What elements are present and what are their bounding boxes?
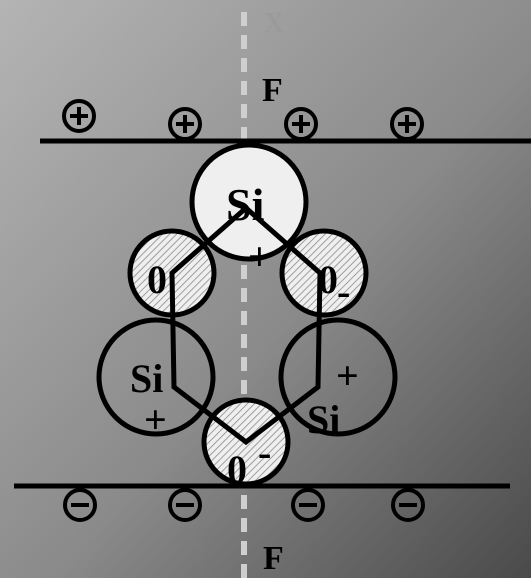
x-axis-label: X (264, 8, 284, 39)
o-bottom-charge: - (258, 430, 271, 475)
si-top-label: Si (226, 179, 265, 230)
force-bottom-label: F (263, 540, 284, 577)
o-left-label: 0 (147, 257, 167, 302)
si-left-charge: + (144, 397, 167, 442)
o-right-charge: - (337, 269, 350, 314)
si-top-charge: + (248, 234, 271, 279)
force-top-label: F (262, 72, 283, 109)
o-right-label: 0 (318, 257, 338, 302)
si-right-charge: + (336, 353, 359, 398)
si-right-label: Si (307, 397, 340, 442)
si-left-label: Si (130, 356, 163, 401)
